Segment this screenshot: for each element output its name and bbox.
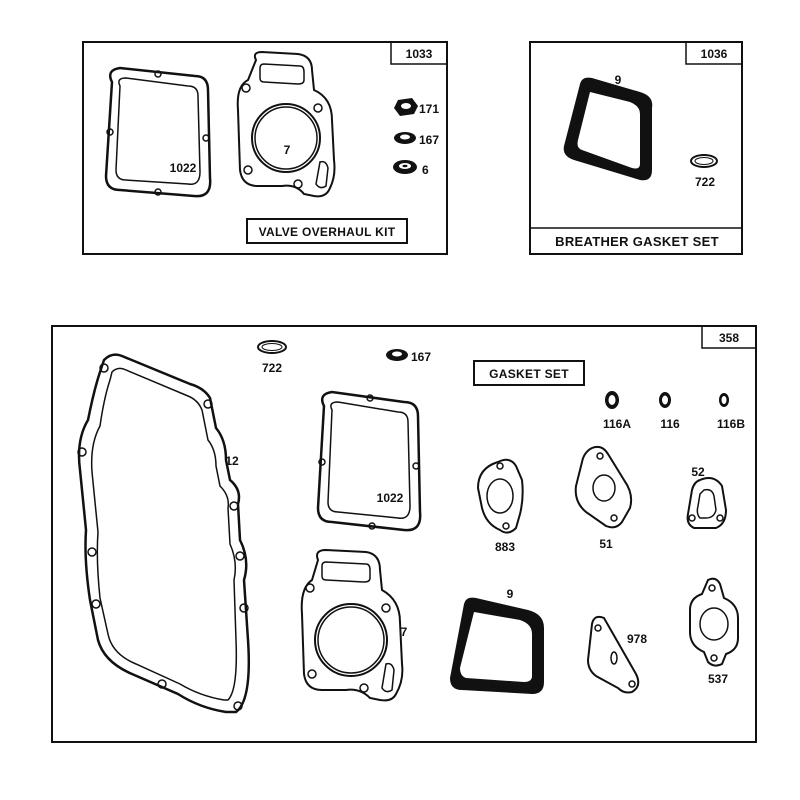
gasket-51-drawing	[574, 445, 633, 529]
breather-gasket-label: 9	[615, 73, 622, 87]
set-oring-label: 722	[262, 361, 282, 375]
washer-116a-label: 116A	[603, 417, 631, 431]
washer-116b-drawing	[719, 393, 729, 407]
breather-oring-label: 722	[695, 175, 715, 189]
washer-116-label: 116	[660, 417, 680, 431]
set-head-gasket-label: 7	[401, 625, 408, 639]
set-oring-drawing	[257, 340, 287, 354]
set-cover-gasket-label: 1022	[377, 491, 404, 505]
set-breather-gasket-drawing	[450, 597, 544, 694]
breather-kit-number: 1036	[701, 47, 728, 61]
washer-116a-drawing	[605, 391, 619, 409]
set-seal-drawing	[386, 349, 408, 361]
valve-retainer-label: 6	[422, 163, 429, 177]
valve-nut-label: 171	[419, 102, 439, 116]
breather-gasket-set-panel: 1036 9 722 BREATHER GASKET SET	[529, 41, 743, 255]
breather-gasket-drawing	[563, 77, 653, 181]
set-head-gasket-drawing	[300, 548, 404, 702]
crankcase-gasket-drawing	[77, 353, 251, 714]
valve-seal-drawing	[394, 132, 416, 144]
breather-oring-drawing	[690, 154, 718, 168]
set-cover-gasket-drawing	[316, 390, 422, 532]
gasket-set-number: 358	[719, 331, 739, 345]
set-seal-label: 167	[411, 350, 431, 364]
valve-overhaul-kit-panel: 1033 1022 7 171	[82, 41, 448, 255]
valve-kit-number: 1033	[406, 47, 433, 61]
gasket-537-drawing	[689, 577, 739, 667]
set-breather-gasket-label: 9	[507, 587, 514, 601]
plate-978-label: 978	[627, 632, 647, 646]
crankcase-gasket-label: 12	[225, 454, 239, 468]
gasket-52-label: 52	[691, 465, 705, 479]
valve-seal-label: 167	[419, 133, 439, 147]
breather-kit-title: BREATHER GASKET SET	[555, 234, 719, 249]
valve-kit-title: VALVE OVERHAUL KIT	[259, 225, 396, 239]
valve-head-gasket-drawing	[236, 50, 336, 198]
washer-116-drawing	[659, 392, 671, 408]
gasket-51-label: 51	[599, 537, 613, 551]
gasket-52-drawing	[686, 477, 728, 529]
valve-retainer-drawing	[393, 160, 417, 174]
gasket-537-label: 537	[708, 672, 728, 686]
valve-cover-gasket-label: 1022	[170, 161, 197, 175]
gasket-883-label: 883	[495, 540, 515, 554]
washer-116b-label: 116B	[717, 417, 745, 431]
gasket-883-drawing	[476, 458, 524, 534]
plate-978-drawing	[586, 615, 640, 694]
valve-cover-gasket-drawing	[104, 66, 212, 198]
gasket-set-title: GASKET SET	[489, 367, 569, 381]
valve-head-gasket-label: 7	[284, 143, 291, 157]
gasket-set-panel: 358 GASKET SET 722 167	[51, 325, 757, 743]
valve-nut-drawing	[394, 98, 418, 116]
